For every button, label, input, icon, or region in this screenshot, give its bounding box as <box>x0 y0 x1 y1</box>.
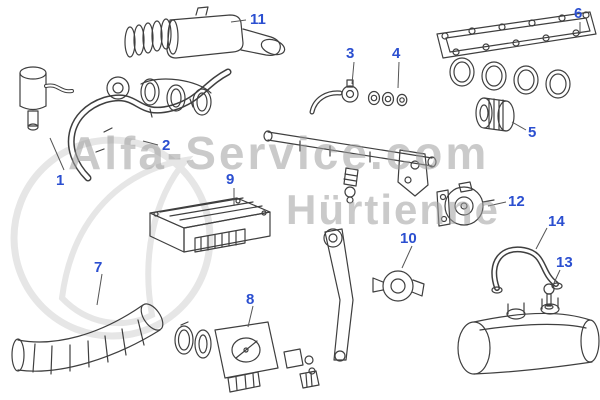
part-label-1: 1 <box>56 172 65 189</box>
part-label-5: 5 <box>528 124 537 141</box>
emblem-watermark <box>10 136 214 340</box>
air-intake-duct-drawing <box>124 6 286 59</box>
ribbed-sleeve-drawing <box>475 97 515 132</box>
coolant-hose-drawing <box>491 246 563 294</box>
throttle-body-drawing <box>174 321 320 393</box>
part-label-4: 4 <box>392 45 401 62</box>
part-label-2: 2 <box>162 137 171 154</box>
part-label-3: 3 <box>346 45 355 62</box>
hose-end-cluster-drawing <box>106 76 212 116</box>
part-label-12: 12 <box>508 193 525 210</box>
ecu-box-drawing <box>149 197 271 253</box>
corrugated-hose-drawing <box>11 303 164 375</box>
fuel-rail-drawing <box>263 130 437 204</box>
idle-valve-drawing <box>19 66 74 131</box>
valve-actuator-drawing <box>436 181 495 227</box>
lever-bracket-drawing <box>323 228 425 362</box>
banjo-fitting-drawing <box>309 79 359 115</box>
part-label-13: 13 <box>556 254 573 271</box>
part-label-6: 6 <box>574 5 583 22</box>
seal-rings-drawing <box>367 90 408 107</box>
part-label-7: 7 <box>94 259 103 276</box>
part-label-14: 14 <box>548 213 565 230</box>
hose-drawing <box>67 68 232 182</box>
plenum-assembly-drawing <box>457 297 600 375</box>
part-label-10: 10 <box>400 230 417 247</box>
part-label-11: 11 <box>250 11 266 28</box>
part-label-8: 8 <box>246 291 255 308</box>
hose-clamp-fitting-drawing <box>543 283 555 310</box>
intake-manifold-drawing <box>436 11 597 99</box>
leader-lines <box>49 19 581 328</box>
part-label-9: 9 <box>226 171 235 188</box>
